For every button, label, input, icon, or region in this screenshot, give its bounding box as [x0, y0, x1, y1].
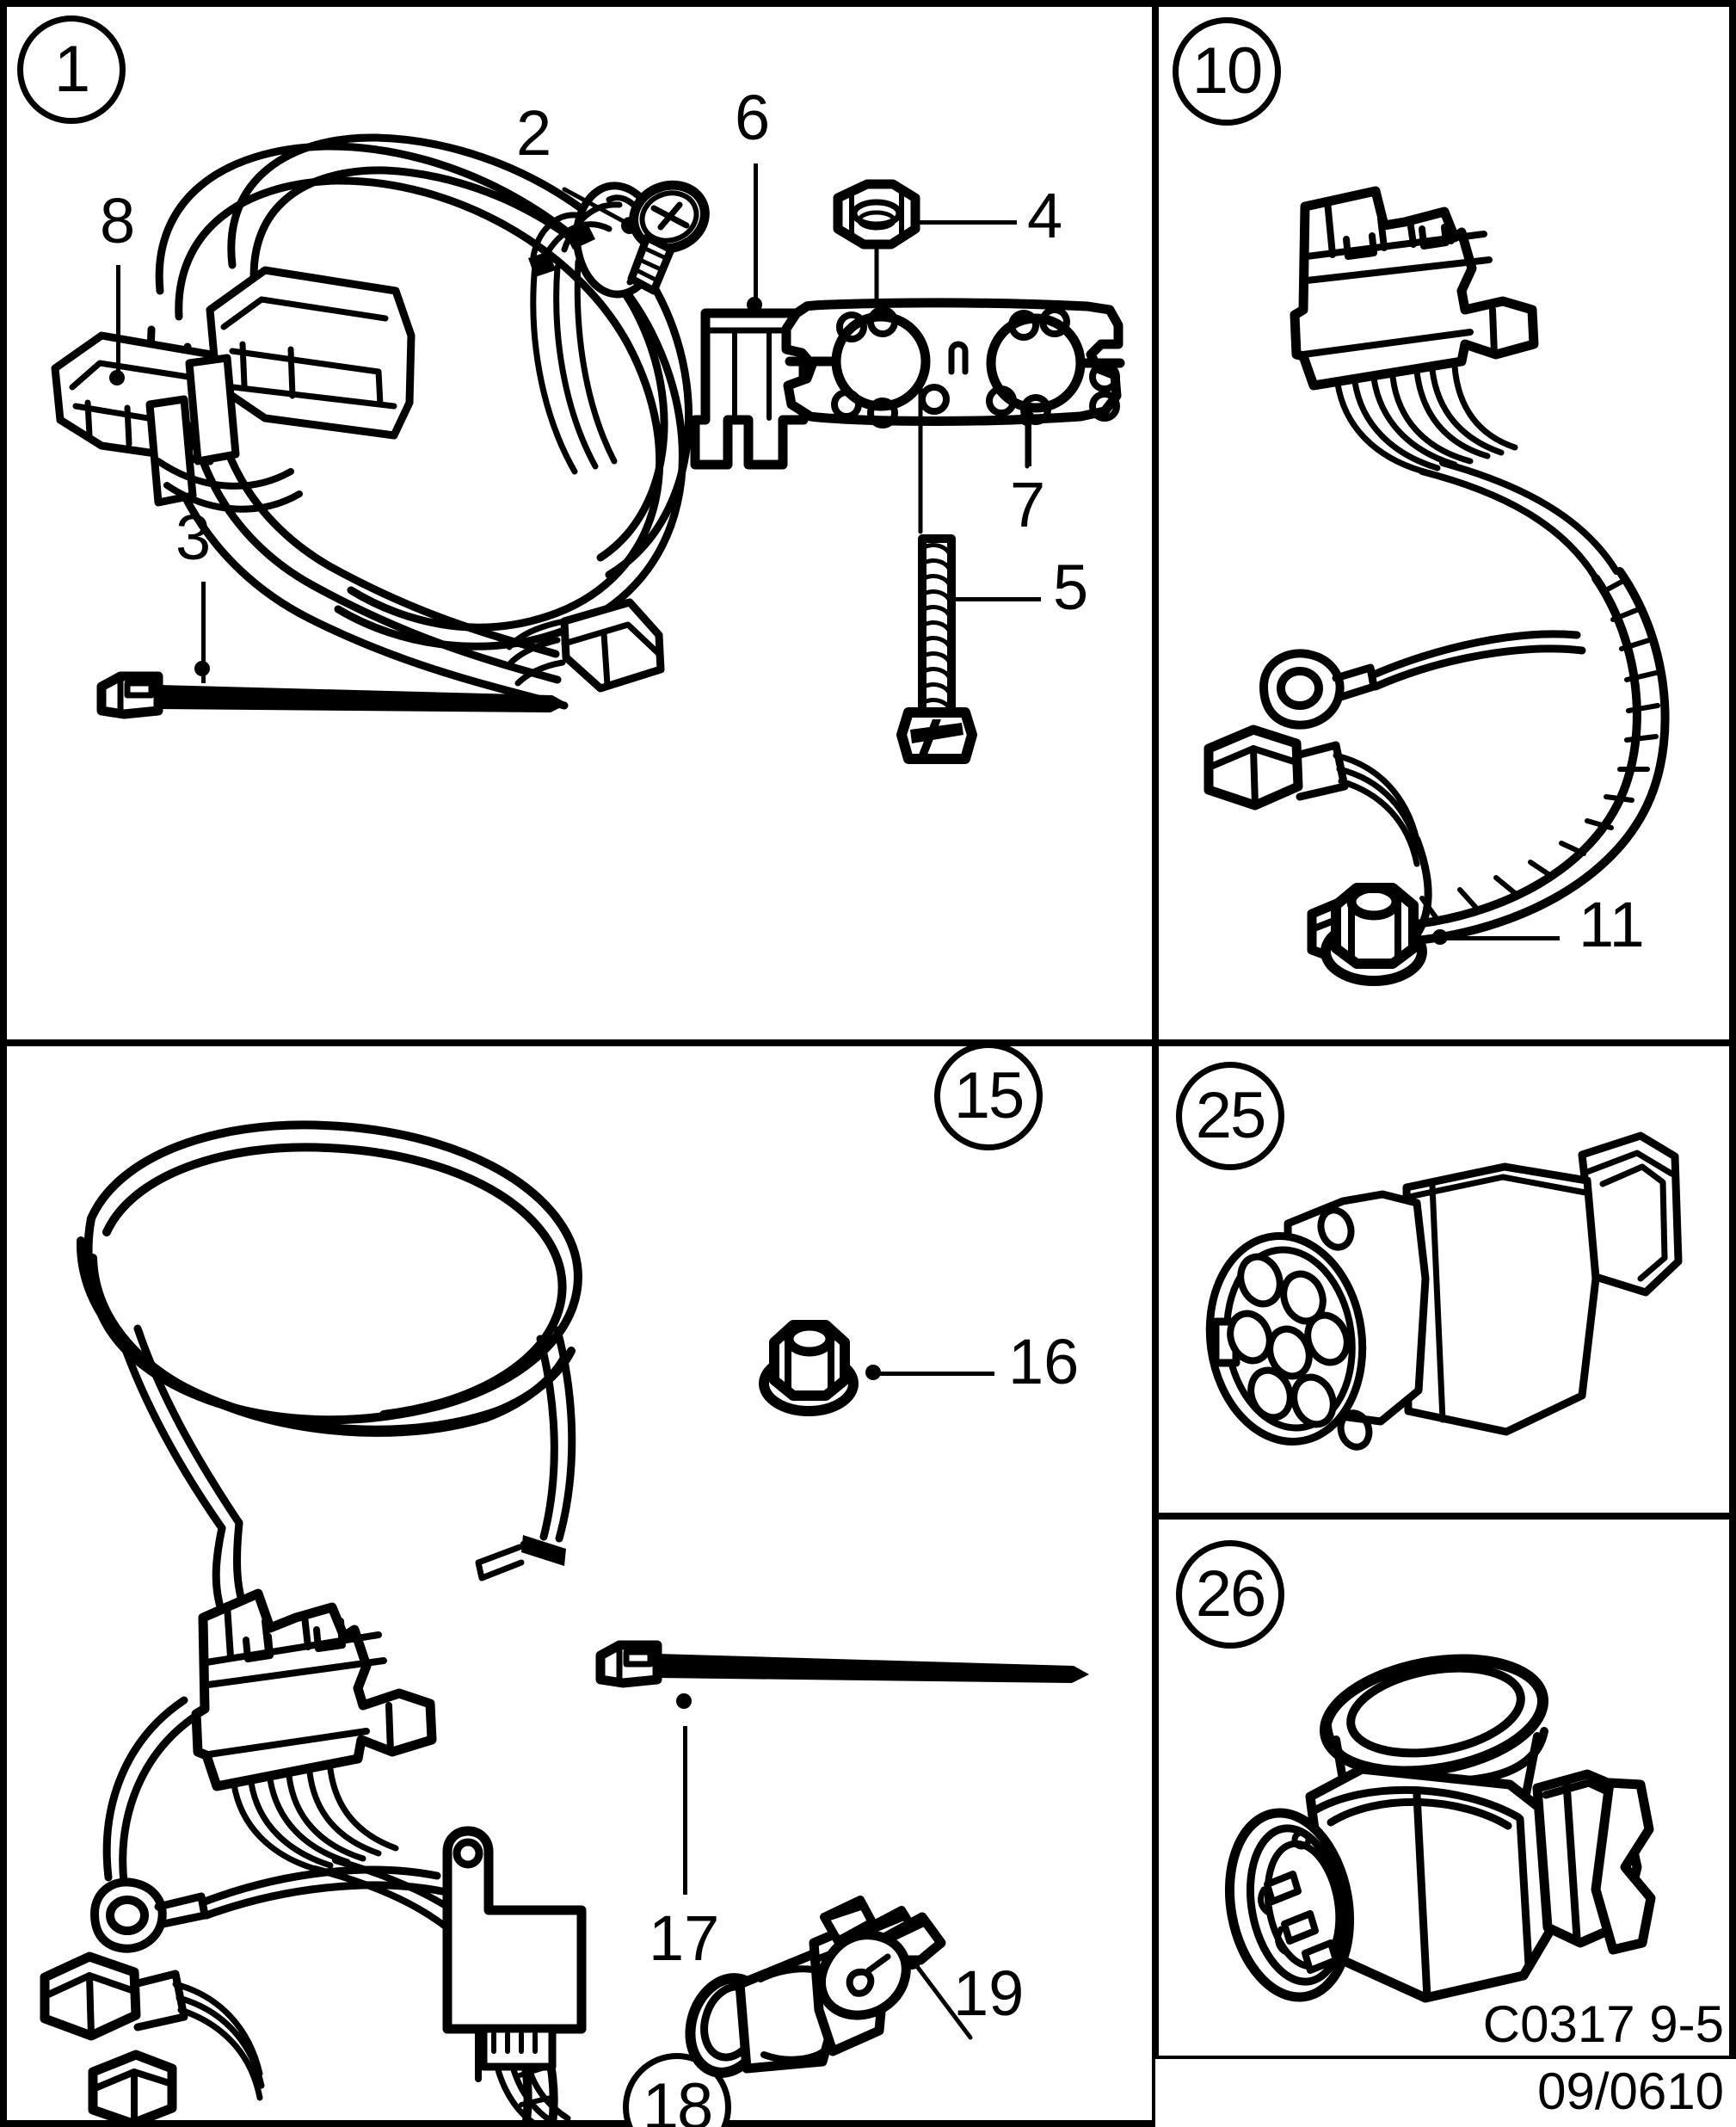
- panel-25: 25: [1155, 1043, 1736, 1516]
- callout-bubble-26: 26: [1176, 1540, 1284, 1649]
- leader-line-16: [876, 1372, 994, 1376]
- bulb-19-drawing: [816, 1912, 973, 2040]
- label-11: 11: [1579, 889, 1645, 960]
- leader-dot-3: [194, 661, 210, 676]
- leader-dot-16: [865, 1365, 881, 1380]
- leader-line-8: [116, 265, 120, 375]
- callout-bubble-1: 1: [17, 15, 126, 124]
- harness-15-drawing: [40, 1120, 587, 2127]
- callout-bubble-10: 10: [1173, 17, 1281, 126]
- screw-2-drawing: [562, 180, 710, 295]
- hexnut-4-drawing: [833, 179, 920, 354]
- callout-bubble-1-label: 1: [53, 33, 90, 106]
- leader-line-5: [934, 597, 1041, 601]
- plate-7-drawing: [781, 298, 1125, 534]
- label-16: 16: [1008, 1326, 1080, 1397]
- trailer-plug-25-drawing: [1205, 1131, 1683, 1451]
- leader-dot-11: [1432, 929, 1448, 945]
- leader-line-4: [907, 220, 1017, 225]
- cabletie-3-drawing: [96, 671, 568, 719]
- callout-bubble-18-label: 18: [642, 2070, 714, 2127]
- revision-date: 09/0610: [1537, 2062, 1724, 2120]
- label-8: 8: [100, 185, 136, 256]
- flangenut-16-drawing: [759, 1320, 859, 1416]
- leader-line-3: [201, 582, 206, 683]
- label-19: 19: [953, 1957, 1025, 2029]
- label-6: 6: [735, 82, 771, 153]
- panel-26: 26: [1155, 1516, 1736, 2059]
- callout-bubble-15: 15: [934, 1042, 1043, 1150]
- flangenut-11-drawing: [1320, 883, 1427, 986]
- leader-dot-17: [676, 1693, 692, 1709]
- callout-bubble-25: 25: [1176, 1062, 1284, 1170]
- callout-bubble-26-label: 26: [1195, 1557, 1267, 1631]
- harness-1-drawing: [51, 133, 693, 710]
- callout-bubble-25-label: 25: [1195, 1079, 1267, 1152]
- leader-line-6: [754, 163, 758, 301]
- panel-15: 15 16 17 18: [0, 1042, 1155, 2127]
- leader-dot-8: [109, 370, 125, 385]
- drawing-number: C0317 9-5: [1482, 1995, 1724, 2053]
- cabletie-17-drawing: [595, 1640, 1089, 1688]
- trailer-socket-26-drawing: [1224, 1654, 1656, 2003]
- leader-line-17: [683, 1726, 687, 1895]
- label-5: 5: [1053, 552, 1089, 623]
- footer-area: C0317 9-5 09/0610: [1155, 1999, 1736, 2127]
- label-2: 2: [516, 97, 552, 169]
- callout-bubble-15-label: 15: [953, 1059, 1025, 1132]
- callout-bubble-10-label: 10: [1191, 34, 1264, 108]
- leader-line-11: [1443, 936, 1560, 940]
- label-7: 7: [1010, 469, 1046, 540]
- panel-10: 10: [1155, 0, 1736, 1043]
- label-17: 17: [649, 1902, 720, 1974]
- bolt-5-drawing: [896, 534, 977, 764]
- label-4: 4: [1027, 180, 1063, 251]
- fuse-6-drawing: [690, 308, 809, 470]
- panel-1: 1: [0, 0, 1155, 1043]
- label-3: 3: [175, 502, 212, 573]
